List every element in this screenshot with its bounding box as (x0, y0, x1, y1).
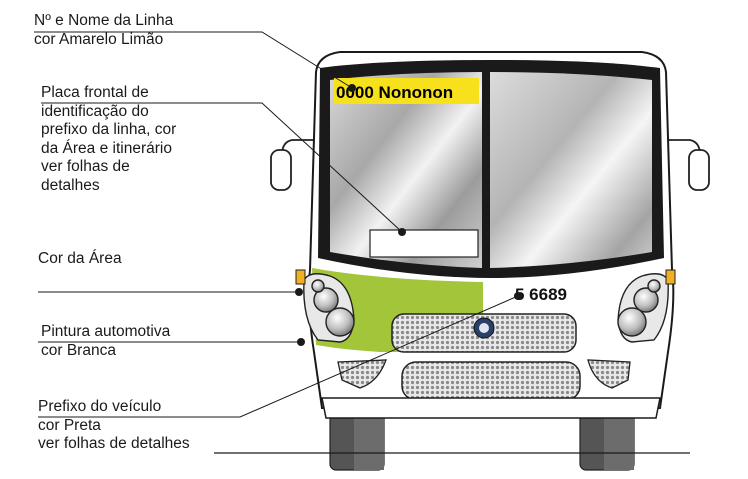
headlights-left (303, 273, 355, 343)
headlights-right (617, 273, 669, 343)
windshield-right (490, 72, 652, 268)
leader-lines (34, 31, 519, 418)
fog-light-left (337, 359, 387, 389)
brand-emblem (473, 317, 495, 339)
indicator-right (665, 269, 676, 285)
front-plate (369, 229, 479, 258)
leader-front-plate (41, 102, 403, 233)
label-prefix: Prefixo do veículo cor Preta ver folhas … (38, 398, 190, 452)
bumper (321, 397, 661, 419)
label-line-name: Nº e Nome da Linha cor Amarelo Limão (34, 12, 174, 48)
fog-light-right (587, 359, 631, 389)
lower-grille (401, 361, 581, 401)
windshield-left (330, 72, 482, 268)
mirrors (270, 139, 710, 191)
label-area-color: Cor da Área (38, 250, 122, 267)
leader-line-name (34, 31, 353, 89)
indicator-left (295, 269, 306, 285)
vehicle-number: 5 6689 (515, 285, 567, 304)
leader-prefix (38, 295, 519, 418)
label-paint: Pintura automotiva cor Branca (41, 323, 171, 359)
destination-sign-text: 0000 Nononon (336, 83, 453, 102)
leader-dots (295, 84, 522, 346)
label-front-plate: Placa frontal de identificação do prefix… (41, 84, 177, 194)
destination-sign (334, 78, 479, 104)
